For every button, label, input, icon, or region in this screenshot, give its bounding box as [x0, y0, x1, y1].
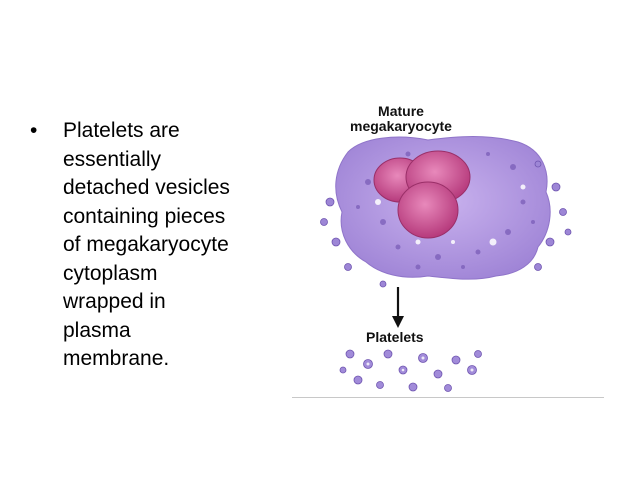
- released-platelets: [339, 349, 482, 392]
- megakaryocyte-figure: Mature megakaryocyte Platelets: [288, 92, 608, 402]
- label-platelets: Platelets: [366, 329, 424, 345]
- label-mature-line1: Mature: [378, 103, 424, 119]
- granules: [356, 151, 535, 270]
- figure-baseline: [292, 397, 604, 398]
- bullet-line: essentially: [63, 147, 162, 171]
- bullet-line: detached vesicles: [63, 176, 230, 199]
- label-mature-megakaryocyte: Mature megakaryocyte: [336, 104, 466, 134]
- bullet-marker: •: [30, 119, 38, 142]
- bullet-line: of megakaryocyte: [63, 233, 229, 256]
- bullet-line: Platelets are: [63, 119, 180, 142]
- nucleus: [373, 150, 471, 239]
- budding-platelets: [320, 160, 572, 288]
- bullet-lines: Platelets are essentially detached vesic…: [63, 117, 230, 374]
- megakaryocyte-illustration: [320, 136, 572, 392]
- arrow: [392, 287, 404, 328]
- bullet-line: containing pieces: [63, 204, 226, 228]
- bullet-line: wrapped in: [63, 290, 166, 313]
- bullet-line: cytoplasm: [63, 261, 158, 285]
- bullet-line: plasma: [63, 318, 131, 342]
- bullet-line: membrane.: [63, 347, 170, 370]
- vacuoles: [375, 184, 526, 246]
- label-mature-line2: megakaryocyte: [350, 118, 452, 134]
